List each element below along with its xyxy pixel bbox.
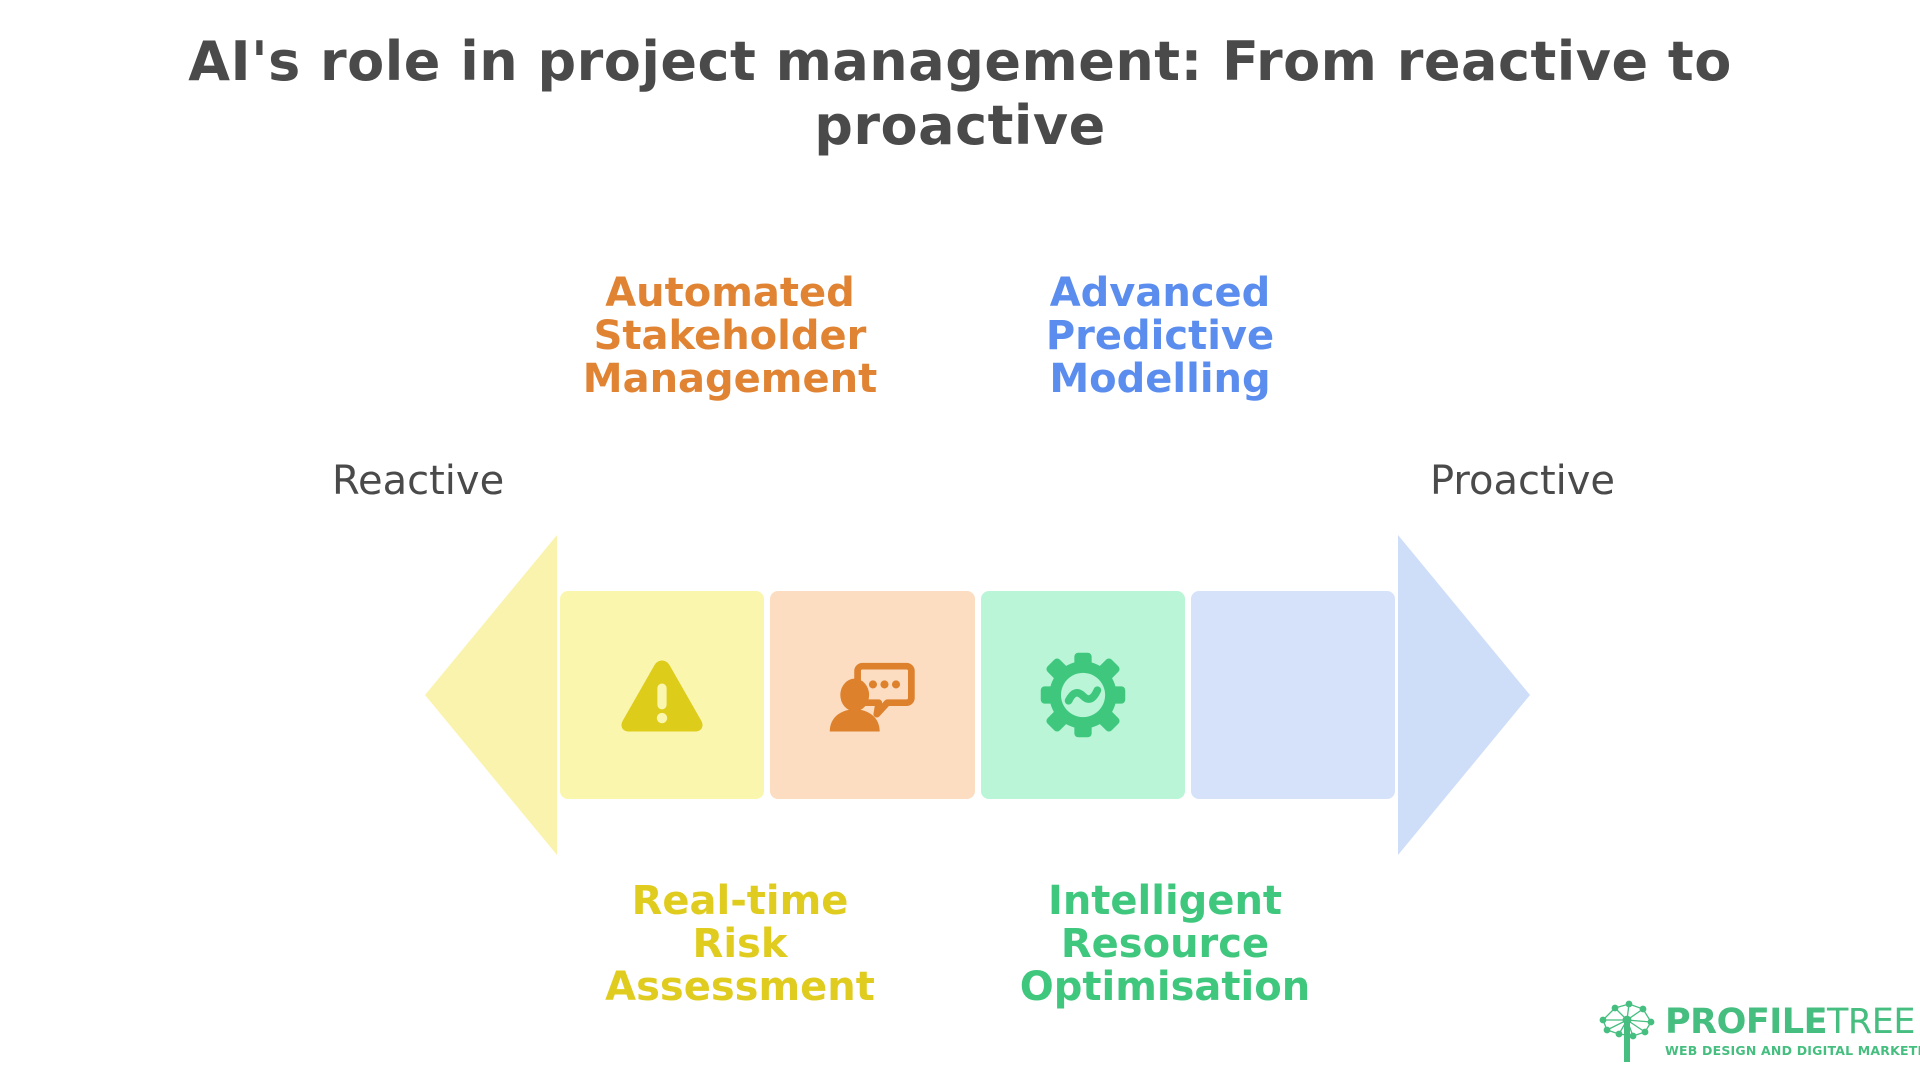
logo-tagline: WEB DESIGN AND DIGITAL MARKETING [1665, 1042, 1920, 1058]
stage-caption-automated-stakeholder-management: Automated Stakeholder Management [582, 270, 878, 403]
stage-caption-realtime-risk-assessment: Real-time Risk Assessment [605, 878, 875, 1011]
warning-triangle-icon [621, 660, 703, 732]
logo-word-profile: PROFILE [1665, 1001, 1828, 1042]
stage-box-predictive[interactable] [1190, 591, 1395, 799]
endpoint-label-proactive: Proactive [1430, 458, 1616, 504]
arrow-band [425, 535, 1530, 855]
stage-caption-intelligent-resource-optimisation: Intelligent Resource Optimisation [1019, 878, 1311, 1011]
page-title: AI's role in project management: From re… [188, 30, 1732, 157]
logo-wordmark: PROFILETREE [1665, 1001, 1920, 1042]
profiletree-logo: PROFILETREE WEB DESIGN AND DIGITAL MARKE… [1595, 995, 1920, 1067]
stage-caption-advanced-predictive-modelling: Advanced Predictive Modelling [1045, 270, 1275, 403]
stage-box-list [560, 591, 1395, 799]
gear-analytics-icon [1040, 652, 1125, 738]
right-arrowhead-icon [1398, 535, 1530, 855]
stage-box-resource[interactable] [980, 591, 1185, 799]
person-speech-bubble-icon [830, 662, 916, 732]
network-tree-icon [1599, 1000, 1655, 1062]
stage-box-stakeholder[interactable] [770, 591, 975, 799]
left-arrowhead-icon [425, 535, 557, 855]
stage-box-risk[interactable] [560, 591, 765, 799]
endpoint-label-reactive: Reactive [332, 458, 505, 504]
logo-word-tree: TREE [1827, 1001, 1915, 1042]
